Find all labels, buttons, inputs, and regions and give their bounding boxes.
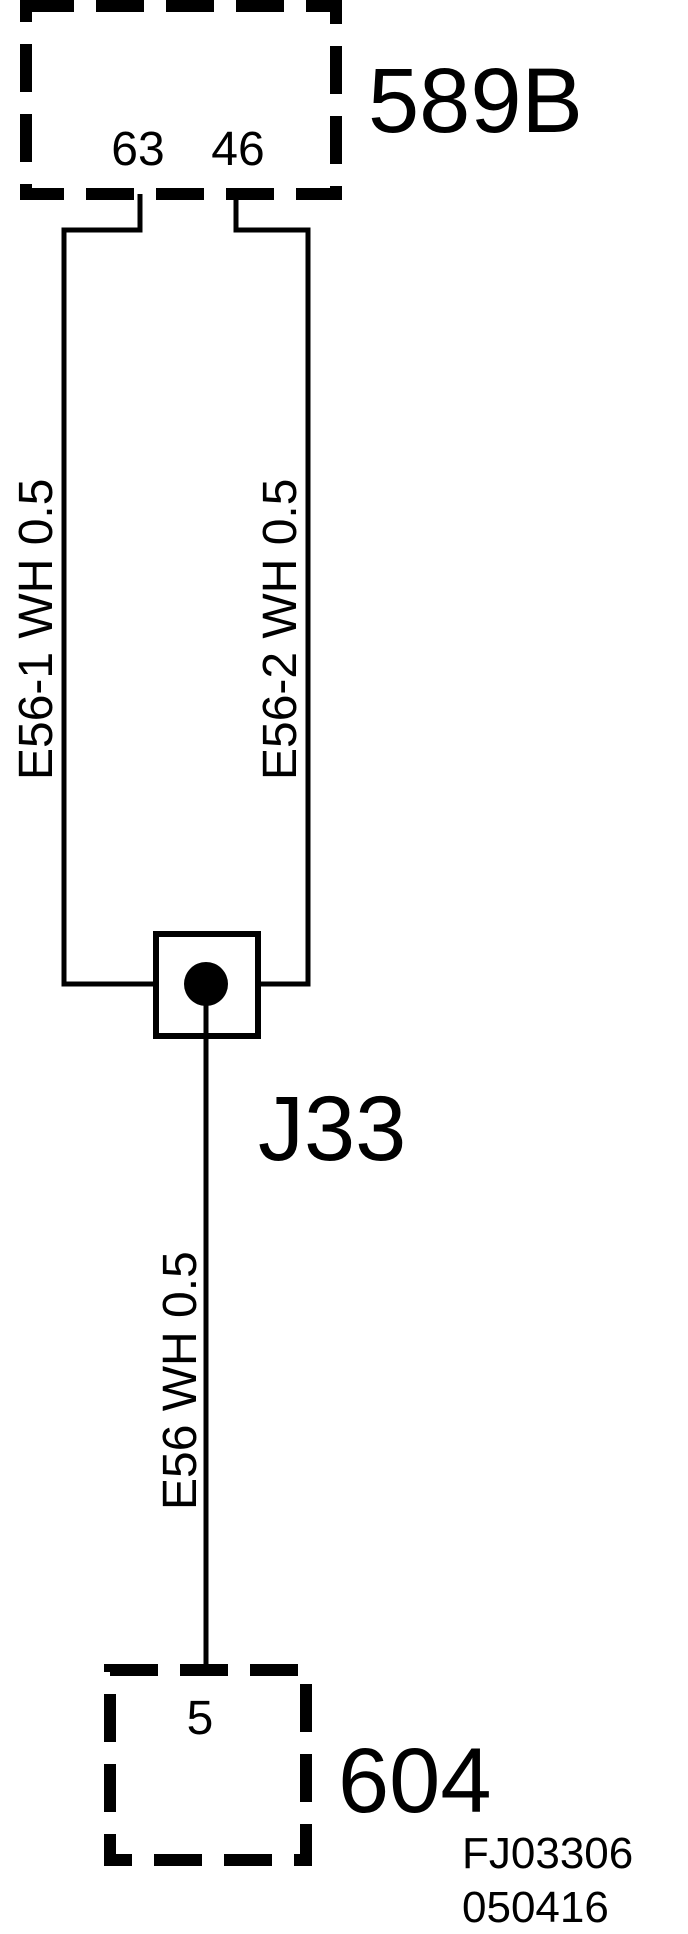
connector-589b-box xyxy=(20,0,342,200)
wire-e56-2 xyxy=(206,194,311,987)
pin-5-label: 5 xyxy=(187,1692,214,1745)
wire-e56-label: E56 WH 0.5 xyxy=(154,1251,207,1510)
splice-j33-label: J33 xyxy=(258,1078,406,1180)
figure-code-line1: FJ03306 xyxy=(462,1829,633,1878)
wire-e56-1 xyxy=(61,194,206,987)
figure-code-line2: 050416 xyxy=(462,1883,609,1932)
connector-589b-label: 589B xyxy=(368,50,583,152)
wire-e56-2-label: E56-2 WH 0.5 xyxy=(254,479,307,780)
connector-604-label: 604 xyxy=(338,1730,492,1832)
pin-63-label: 63 xyxy=(111,123,164,176)
connector-604-box xyxy=(104,1664,312,1866)
wire-e56-1-label: E56-1 WH 0.5 xyxy=(10,479,63,780)
pin-46-label: 46 xyxy=(211,123,264,176)
